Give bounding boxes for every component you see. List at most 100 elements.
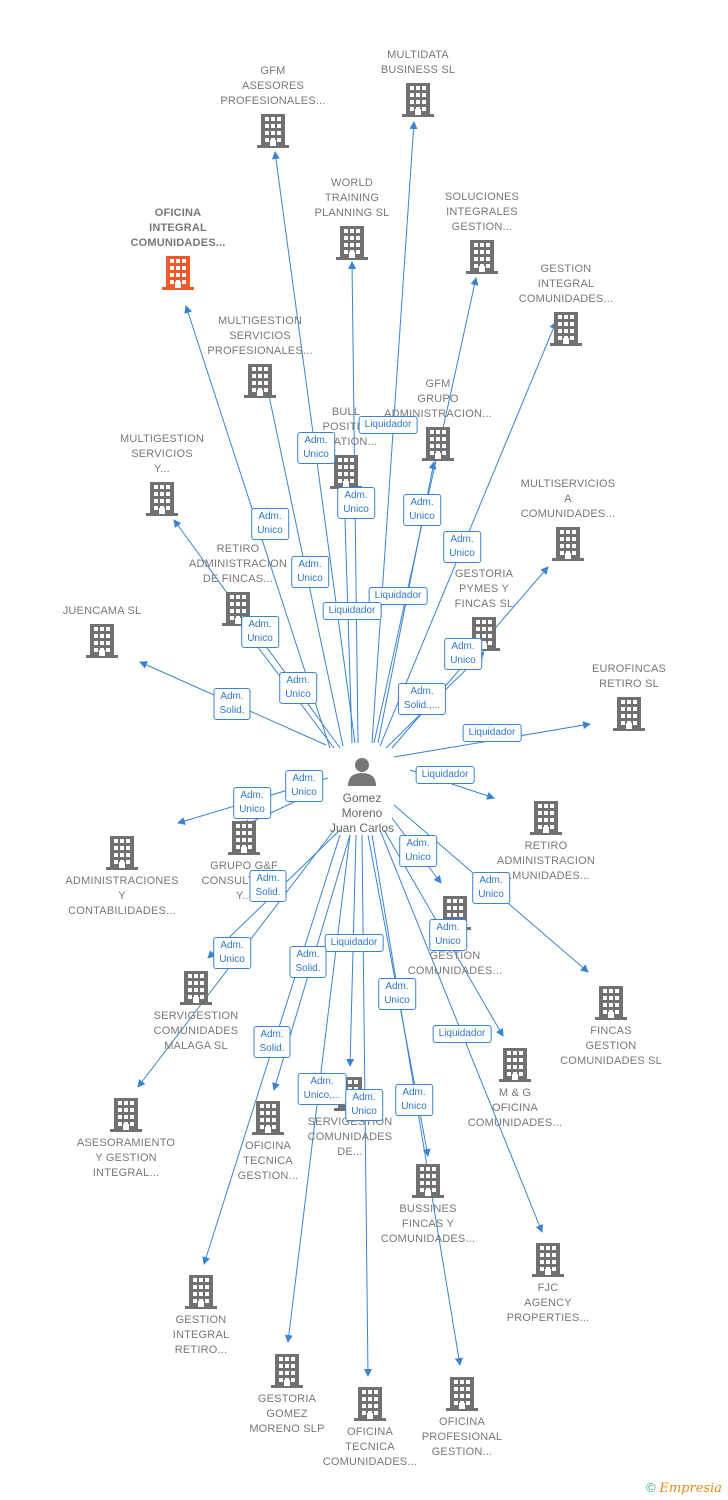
company-name-line: MULTISERVICIOS (520, 478, 616, 490)
relation-label[interactable]: Adm.Unico (399, 835, 437, 867)
company-name-line: COMUNIDADES... (467, 1117, 563, 1129)
relation-label[interactable]: Adm.Unico (395, 1084, 433, 1116)
company-name-line: DE... (337, 1146, 363, 1158)
relation-label[interactable]: Adm.Unico (403, 494, 441, 526)
building-icon (613, 697, 645, 731)
company-name-line: Y... (236, 890, 252, 902)
relation-label[interactable]: Adm.Unico (213, 937, 251, 969)
relation-label-line: Liquidador (374, 590, 422, 601)
company-name-line: BUSINESS SL (380, 64, 456, 76)
relation-label[interactable]: Adm.Solid. (253, 1026, 291, 1058)
company-name: JUENCAMA SL (32, 604, 172, 619)
company-name-line: INTEGRAL (149, 222, 207, 234)
relation-label[interactable]: Liquidador (415, 766, 475, 784)
company-name-line: COMUNIDADES (307, 1131, 393, 1143)
person-name-line: Juan Carlos (329, 821, 395, 835)
relation-label[interactable]: Adm.Unico,... (297, 1073, 347, 1105)
relation-label[interactable]: Adm.Unico (297, 432, 335, 464)
company-node[interactable]: JUENCAMA SL (32, 604, 172, 659)
relation-label[interactable]: Adm.Unico (444, 638, 482, 670)
company-name-line: COMUNIDADES (153, 1025, 239, 1037)
relation-label[interactable]: Adm.Unico (285, 770, 323, 802)
relation-label-line: Adm. (410, 497, 434, 508)
relation-label[interactable]: Adm.Unico (291, 556, 329, 588)
relation-label-line: Liquidador (438, 1028, 486, 1039)
company-name-line: CONSULTORES (201, 875, 287, 887)
relation-label[interactable]: Adm.Unico (241, 616, 279, 648)
building-icon (110, 1098, 142, 1132)
relation-label[interactable]: Adm.Solid.,... (397, 683, 447, 715)
relation-label[interactable]: Adm.Solid. (249, 870, 287, 902)
relation-label-line: Unico (285, 689, 311, 700)
company-node[interactable]: GRUPO G&F CONSULTORES Y... (174, 820, 314, 904)
relation-label[interactable]: Adm.Solid. (213, 688, 251, 720)
company-name-line: ADMINISTRACION (496, 855, 596, 867)
relation-label-line: Adm. (352, 1092, 376, 1103)
relation-label[interactable]: Liquidador (324, 934, 384, 952)
company-name-line: RETIRO... (174, 1344, 228, 1356)
company-name-line: MULTIGESTION (119, 433, 205, 445)
relation-label-line: Adm. (258, 511, 282, 522)
relation-label-line: Liquidador (468, 727, 516, 738)
relation-label-line: Adm. (450, 534, 474, 545)
company-name-line: M & G (498, 1087, 532, 1099)
relation-label[interactable]: Liquidador (322, 602, 382, 620)
relation-label[interactable]: Liquidador (462, 724, 522, 742)
relation-label[interactable]: Adm.Unico (279, 672, 317, 704)
relation-label[interactable]: Adm.Unico (251, 508, 289, 540)
relation-label-line: Adm. (248, 619, 272, 630)
relation-label[interactable]: Liquidador (432, 1025, 492, 1043)
building-icon (412, 1164, 444, 1198)
relation-label-line: Unico (219, 954, 245, 965)
relation-label[interactable]: Liquidador (358, 416, 418, 434)
relation-label[interactable]: Adm.Unico (443, 531, 481, 563)
company-name-line: COMUNIDADES... (520, 508, 616, 520)
relation-label[interactable]: Adm.Unico (337, 487, 375, 519)
relation-label[interactable]: Adm.Unico (233, 787, 271, 819)
relation-label[interactable]: Adm.Solid. (289, 946, 327, 978)
brand-logo[interactable]: Empresia (659, 1481, 722, 1496)
relation-label[interactable]: Adm.Unico (378, 978, 416, 1010)
relation-label[interactable]: Adm.Unico (429, 919, 467, 951)
relation-label[interactable]: Liquidador (368, 587, 428, 605)
relation-label[interactable]: Adm.Unico (472, 872, 510, 904)
company-name-line: GFM (260, 65, 286, 77)
company-name-line: GESTORIA (454, 568, 514, 580)
relation-label[interactable]: Adm.Unico (345, 1089, 383, 1121)
relation-label-line: Unico (291, 787, 317, 798)
relation-label-line: Adm. (310, 1076, 334, 1087)
company-name-line: GRUPO G&F (210, 860, 278, 872)
